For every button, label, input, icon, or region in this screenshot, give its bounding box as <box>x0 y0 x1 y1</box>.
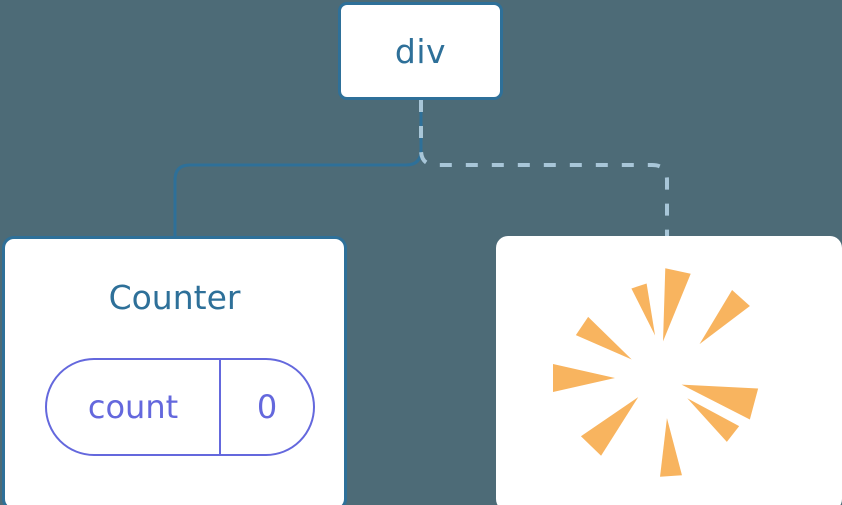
ray-nnw <box>631 283 656 336</box>
node-div-title: div <box>394 31 447 71</box>
ray-sw <box>580 397 639 456</box>
ray-e <box>681 384 759 420</box>
edge-div-to-sparkle <box>419 100 669 236</box>
node-sparkle[interactable] <box>496 236 842 505</box>
ray-nw <box>575 316 632 360</box>
state-value-label: 0 <box>256 388 278 426</box>
node-div[interactable]: div <box>338 2 503 100</box>
ray-s <box>660 418 682 477</box>
node-counter[interactable]: Counter count 0 <box>2 236 347 505</box>
state-pill-count[interactable]: count 0 <box>45 358 315 456</box>
ray-n <box>663 268 691 342</box>
ray-w <box>553 364 615 392</box>
edge-div-to-counter <box>173 100 423 236</box>
sparkle-burst-icon <box>553 268 759 477</box>
ray-nne <box>699 289 750 345</box>
ray-se <box>687 398 740 442</box>
node-counter-title: Counter <box>108 278 241 317</box>
state-key-label: count <box>47 360 221 454</box>
